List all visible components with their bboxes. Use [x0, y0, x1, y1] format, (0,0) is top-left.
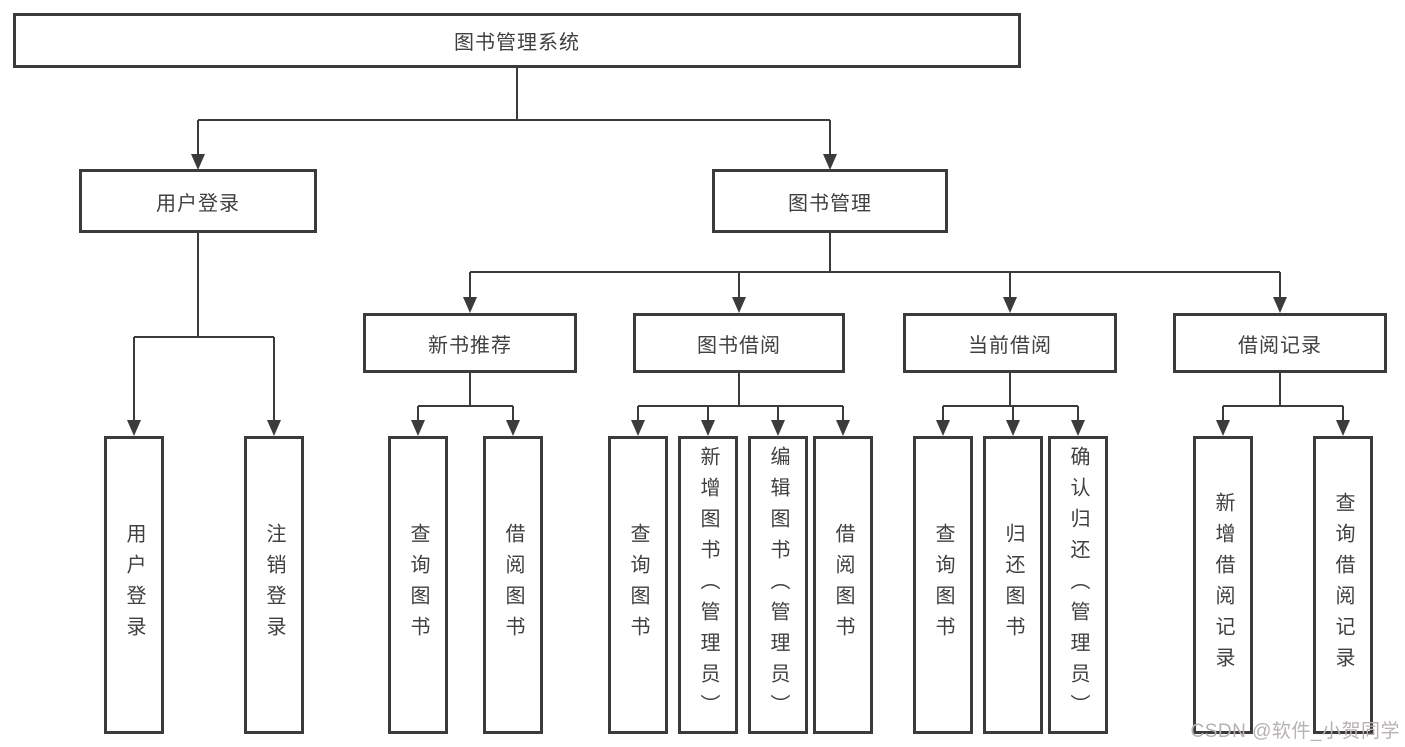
leaf-borrow-books-recommend: 借阅图书: [483, 436, 543, 734]
leaf-add-borrow-record: 新增借阅记录: [1193, 436, 1253, 734]
leaf-confirm-return-admin: 确认归还（管理员）: [1048, 436, 1108, 734]
node-current-borrowing: 当前借阅: [903, 313, 1117, 373]
csdn-watermark: CSDN @软件_小贺同学: [1190, 721, 1400, 742]
node-book-borrowing: 图书借阅: [633, 313, 845, 373]
leaf-query-books-current: 查询图书: [913, 436, 973, 734]
leaf-edit-books-admin: 编辑图书（管理员）: [748, 436, 808, 734]
leaf-borrow-books: 借阅图书: [813, 436, 873, 734]
leaf-query-books-recommend: 查询图书: [388, 436, 448, 734]
node-user-login: 用户登录: [79, 169, 317, 233]
leaf-query-borrow-record: 查询借阅记录: [1313, 436, 1373, 734]
node-book-management: 图书管理: [712, 169, 948, 233]
node-borrowing-records: 借阅记录: [1173, 313, 1387, 373]
leaf-return-books: 归还图书: [983, 436, 1043, 734]
leaf-add-books-admin: 新增图书（管理员）: [678, 436, 738, 734]
leaf-user-login: 用户登录: [104, 436, 164, 734]
leaf-query-books-borrow: 查询图书: [608, 436, 668, 734]
leaf-logout: 注销登录: [244, 436, 304, 734]
root-node-book-management-system: 图书管理系统: [13, 13, 1021, 68]
node-new-book-recommendation: 新书推荐: [363, 313, 577, 373]
